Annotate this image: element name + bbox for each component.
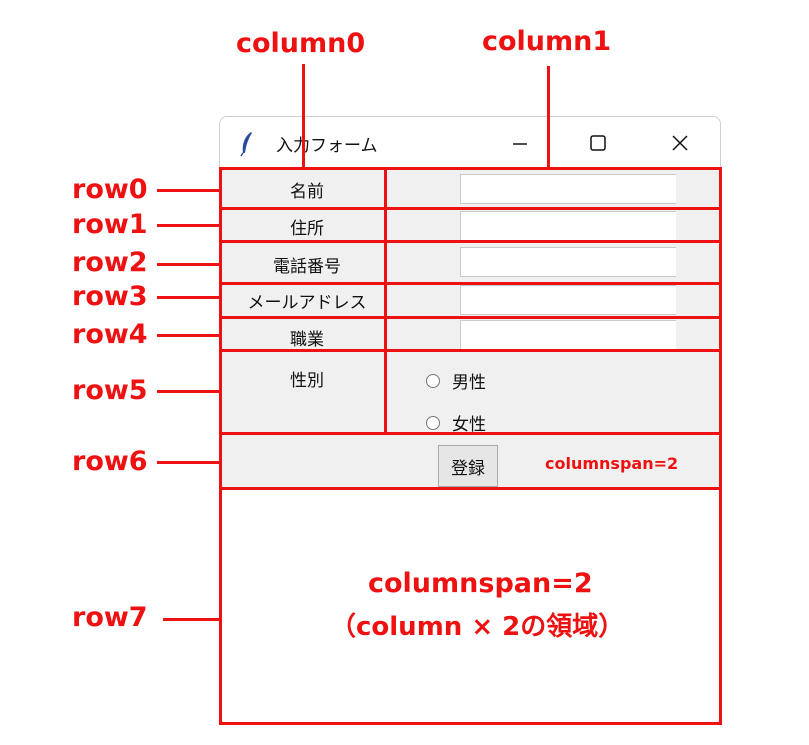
close-icon <box>672 135 688 151</box>
minimize-button[interactable] <box>500 127 540 159</box>
row6-label: row6 <box>72 446 148 477</box>
row0-tick <box>157 189 219 192</box>
column0-label: column0 <box>236 28 366 59</box>
window-title: 入力フォーム <box>276 136 378 156</box>
row1-tick <box>157 224 219 227</box>
row5-tick <box>157 390 219 393</box>
email-input[interactable] <box>460 285 676 315</box>
row0-label: row0 <box>72 174 148 205</box>
row6-columnspan-note: columnspan=2 <box>545 454 679 473</box>
grid-line-left <box>219 167 222 725</box>
row1-label: row1 <box>72 209 148 240</box>
maximize-icon <box>590 135 606 151</box>
row6-tick <box>157 461 219 464</box>
row7-span-description: （column × 2の領域） <box>330 612 625 642</box>
grid-line-top <box>219 167 722 170</box>
row-divider-2 <box>219 240 722 243</box>
row-divider-3 <box>219 282 722 285</box>
row4-tick <box>157 334 219 337</box>
phone-input[interactable] <box>460 247 676 277</box>
occupation-input[interactable] <box>460 320 676 350</box>
row3-label: row3 <box>72 281 148 312</box>
radio-male[interactable]: 男性 <box>426 368 486 393</box>
row7-columnspan-note: columnspan=2 <box>368 568 593 599</box>
close-button[interactable] <box>660 127 700 159</box>
column1-pointer <box>547 66 550 169</box>
radio-circle-icon[interactable] <box>426 373 440 388</box>
grid-line-bottom <box>219 722 722 725</box>
row-divider-7 <box>219 487 722 490</box>
label-gender: 性別 <box>290 371 324 391</box>
column1-label: column1 <box>482 26 612 57</box>
label-name: 名前 <box>290 182 324 202</box>
feather-icon <box>240 132 252 157</box>
radio-male-label: 男性 <box>452 373 486 393</box>
minimize-icon <box>513 143 527 145</box>
row-divider-5 <box>219 349 722 352</box>
row2-label: row2 <box>72 247 148 278</box>
radio-circle-icon[interactable] <box>426 415 440 430</box>
name-input[interactable] <box>460 174 676 204</box>
address-input[interactable] <box>460 211 676 241</box>
row7-label: row7 <box>72 602 148 633</box>
maximize-button[interactable] <box>578 127 618 159</box>
register-button[interactable]: 登録 <box>438 445 498 487</box>
grid-line-right <box>719 167 722 725</box>
row4-label: row4 <box>72 319 148 350</box>
label-address: 住所 <box>290 219 324 239</box>
row2-tick <box>157 263 219 266</box>
row7-tick <box>163 618 219 621</box>
row-divider-6 <box>219 432 722 435</box>
column0-pointer <box>302 64 305 169</box>
title-bar[interactable]: 入力フォーム <box>220 117 720 169</box>
label-occupation: 職業 <box>290 330 324 350</box>
label-email: メールアドレス <box>247 293 367 313</box>
row5-label: row5 <box>72 375 148 406</box>
row-divider-1 <box>219 207 722 210</box>
label-phone: 電話番号 <box>273 257 341 277</box>
row-divider-4 <box>219 316 722 319</box>
column-divider <box>384 167 387 434</box>
radio-female[interactable]: 女性 <box>426 410 486 435</box>
row3-tick <box>157 296 219 299</box>
radio-female-label: 女性 <box>452 415 486 435</box>
